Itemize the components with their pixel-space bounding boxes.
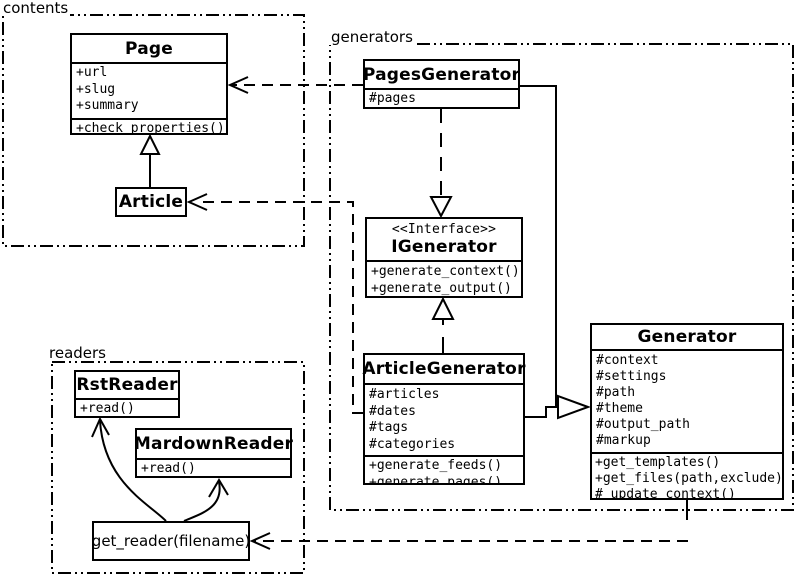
- class-title: RstReader: [76, 375, 178, 395]
- package-label-readers: readers: [47, 344, 108, 362]
- package-label-generators: generators: [329, 28, 415, 46]
- class-title: ArticleGenerator: [362, 359, 526, 379]
- package-label-contents: contents: [1, 0, 71, 17]
- class-attribute: +slug: [76, 81, 116, 97]
- class-box-generator: Generator #context #settings #path #them…: [590, 323, 784, 500]
- class-attribute: #output_path: [596, 417, 690, 432]
- class-title: PagesGenerator: [362, 64, 521, 85]
- methods-section: +read(): [137, 458, 290, 476]
- class-title: Article: [118, 192, 184, 212]
- dependency-articlegenerator-article: [196, 201, 363, 414]
- class-method: +read(): [141, 461, 196, 476]
- class-box-pagesgenerator: PagesGenerator #pages: [363, 59, 520, 109]
- class-attribute: #theme: [596, 401, 643, 416]
- class-box-igenerator: <<Interface>> IGenerator +generate_conte…: [365, 217, 523, 298]
- class-attribute: #categories: [369, 436, 456, 452]
- arrow-getreader-mardownreader: [183, 481, 221, 522]
- open-arrowhead-icon: [249, 532, 271, 550]
- hollow-triangle-icon: [429, 196, 453, 219]
- class-attribute: #markup: [596, 433, 651, 448]
- class-title: Generator: [637, 327, 737, 347]
- class-attribute: #path: [596, 385, 636, 400]
- hollow-triangle-icon: [557, 394, 591, 420]
- class-method: +check_properties(): [76, 121, 225, 133]
- package-generators-border: [329, 43, 794, 511]
- arrow-getreader-rstreader: [99, 420, 167, 522]
- class-attribute: #articles: [369, 387, 440, 402]
- class-method: +generate_pages(): [369, 474, 503, 484]
- hollow-triangle-icon: [431, 296, 455, 320]
- generalization-articlegenerator-generator: [525, 406, 558, 418]
- class-method: +generate_output(): [371, 280, 512, 296]
- open-arrowhead-icon: [186, 193, 208, 211]
- hollow-triangle-icon: [139, 133, 161, 155]
- class-method: +read(): [80, 401, 135, 416]
- class-attribute: +url: [76, 65, 108, 80]
- methods-section: +get_templates() +get_files(path,exclude…: [592, 452, 782, 498]
- class-box-mardownreader: MardownReader +read(): [133, 428, 294, 478]
- function-box-get-reader: get_reader(filename): [92, 521, 250, 561]
- methods-section: +generate_context() +generate_output(): [367, 260, 521, 296]
- class-title: MardownReader: [133, 434, 294, 454]
- class-method: +generate_context(): [371, 264, 520, 279]
- class-box-page: Page +url +slug +summary +check_properti…: [70, 33, 228, 135]
- class-title: <<Interface>> IGenerator: [367, 219, 521, 260]
- function-label: get_reader(filename): [91, 532, 251, 550]
- methods-section: +check_properties(): [72, 118, 226, 133]
- package-readers-border: [51, 361, 305, 574]
- class-attribute: #pages: [369, 91, 416, 106]
- class-method: +generate_feeds(): [369, 458, 503, 473]
- class-title-text: IGenerator: [391, 237, 497, 257]
- class-method: #_update_context(): [595, 487, 736, 498]
- attributes-section: #pages: [365, 88, 518, 107]
- open-arrowhead-icon: [227, 76, 249, 94]
- class-method: +get_files(path,exclude): [595, 471, 782, 486]
- class-box-article: Article: [115, 187, 187, 217]
- class-attribute: +summary: [76, 98, 139, 113]
- class-attribute: #settings: [596, 369, 667, 384]
- open-arrowhead-icon: [91, 416, 110, 438]
- interface-stereotype: <<Interface>>: [391, 222, 497, 237]
- attributes-section: +url +slug +summary: [72, 62, 226, 118]
- class-attribute: #context: [596, 353, 659, 368]
- class-method: +get_templates(): [595, 455, 721, 470]
- class-box-rstreader: RstReader +read(): [74, 370, 180, 418]
- class-title: Page: [125, 38, 173, 59]
- methods-section: +generate_feeds() +generate_pages(): [365, 455, 523, 483]
- open-arrowhead-icon: [208, 478, 229, 498]
- attributes-section: #articles #dates #tags #categories: [365, 383, 523, 455]
- class-attribute: #tags: [369, 420, 409, 435]
- package-contents-border: [2, 14, 305, 247]
- class-box-articlegenerator: ArticleGenerator #articles #dates #tags …: [362, 353, 526, 485]
- attributes-section: #context #settings #path #theme #output_…: [592, 349, 782, 452]
- class-attribute: #dates: [369, 403, 416, 419]
- methods-section: +read(): [76, 398, 178, 416]
